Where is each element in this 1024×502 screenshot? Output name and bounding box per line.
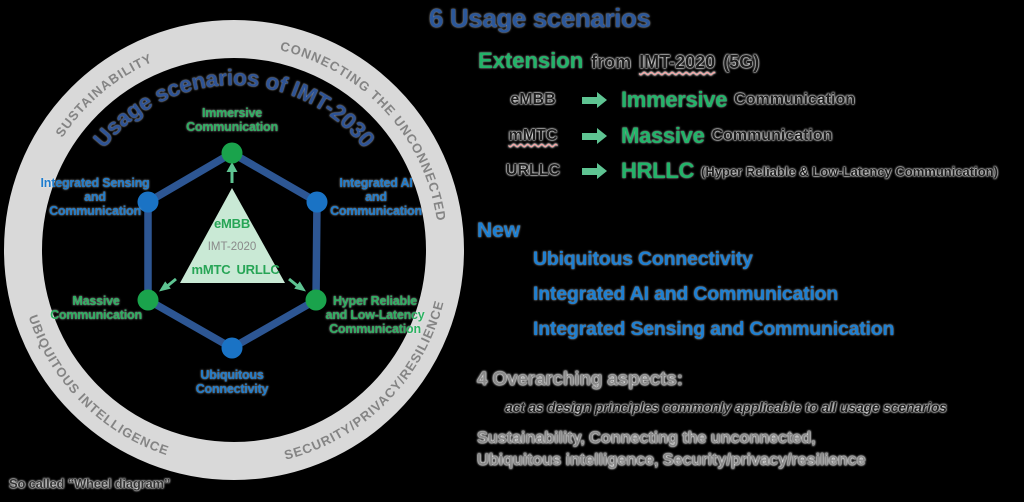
triangle-label-embb: eMBB	[213, 216, 251, 231]
mapping-rest-hrllc: (Hyper Reliable & Low-Latency Communicat…	[701, 163, 998, 179]
imt2020-triangle	[180, 188, 285, 283]
mapping-to-massive: Massive	[621, 123, 705, 148]
ring-label-ubiquitous-intelligence-text: UBIQUITOUS INTELLIGENCE	[26, 313, 171, 459]
node-ubiquitous-connectivity	[221, 337, 243, 359]
panel-title: 6 Usage scenarios	[429, 3, 651, 33]
extension-line: Extension from IMT-2020 (5G)	[478, 48, 759, 74]
mapping-row-urllc: URLLC HRLLC (Hyper Reliable & Low-Latenc…	[490, 158, 998, 184]
hexagon-nodes	[137, 142, 328, 359]
arrow-down-right-head-icon	[294, 281, 306, 292]
mapping-to-immersive: Immersive	[621, 87, 728, 112]
overarching-aspects-line2: Ubiquitous intelligence, Security/privac…	[477, 451, 866, 469]
extension-source: IMT-2020	[639, 52, 716, 74]
arrow-down-left-head-icon	[159, 281, 171, 292]
node-integrated-sensing	[137, 191, 159, 213]
mapping-from-urllc: URLLC	[505, 162, 561, 179]
triangle-label-mmtc: mMTC	[191, 262, 231, 277]
label-immersive-communication: Immersive Communication	[186, 106, 278, 134]
triangle-label-urllc: URLLC	[236, 262, 280, 277]
right-arrow-icon	[582, 128, 607, 144]
triangle-label-imt2020: IMT-2020	[207, 241, 257, 253]
label-integrated-sensing: Integrated Sensing and Communication	[40, 176, 150, 218]
outer-ring	[4, 20, 464, 480]
evolution-arrows	[159, 162, 306, 292]
mapping-rest-massive: Communication	[711, 127, 833, 144]
extension-from-word: from	[591, 52, 632, 72]
ring-label-ubiquitous-intelligence: UBIQUITOUS INTELLIGENCE	[26, 313, 172, 459]
wheel-caption: So called “Wheel diagram”	[9, 476, 171, 491]
arrow-down-right-icon	[288, 277, 298, 287]
right-arrow-icon	[582, 92, 607, 108]
label-hyper-reliable: Hyper Reliable and Low-Latency Communica…	[325, 294, 425, 336]
right-arrow-icon	[582, 163, 607, 179]
extension-keyword: Extension	[478, 48, 584, 73]
new-item-integrated-ai: Integrated AI and Communication	[533, 283, 839, 305]
node-integrated-ai	[306, 191, 328, 213]
node-hyper-reliable	[305, 289, 327, 311]
new-item-ubiquitous-connectivity: Ubiquitous Connectivity	[533, 248, 753, 270]
mapping-row-mmtc: mMTC Massive Communication	[490, 123, 833, 149]
arrow-down-left-icon	[167, 277, 177, 287]
mapping-rest-immersive: Communication	[734, 91, 856, 108]
label-massive-communication: Massive Communication	[50, 294, 142, 322]
new-item-integrated-sensing: Integrated Sensing and Communication	[533, 318, 895, 340]
mapping-from-mmtc: mMTC	[508, 127, 558, 144]
label-integrated-ai: Integrated AI and Communication	[330, 176, 422, 218]
wheel-diagram: SUSTAINABILITY CONNECTING THE UNCONNECTE…	[4, 20, 464, 480]
node-immersive-communication	[221, 142, 243, 164]
overarching-heading: 4 Overarching aspects:	[477, 369, 683, 390]
extension-source-text: IMT-2020	[639, 52, 716, 72]
arrow-up-head-icon	[226, 162, 238, 172]
label-ubiquitous-connectivity: Ubiquitous Connectivity	[195, 368, 269, 396]
mapping-from-embb: eMBB	[510, 91, 556, 108]
node-massive-communication	[137, 289, 159, 311]
overarching-aspects-line1: Sustainability, Connecting the unconnect…	[477, 429, 816, 447]
overarching-note: act as design principles commonly applic…	[505, 399, 947, 415]
hexagon-edges	[144, 149, 321, 352]
mapping-to-hrllc: HRLLC	[621, 158, 695, 183]
extension-suffix: (5G)	[723, 52, 760, 72]
mapping-row-embb: eMBB Immersive Communication	[490, 87, 855, 113]
new-heading: New	[477, 219, 521, 242]
